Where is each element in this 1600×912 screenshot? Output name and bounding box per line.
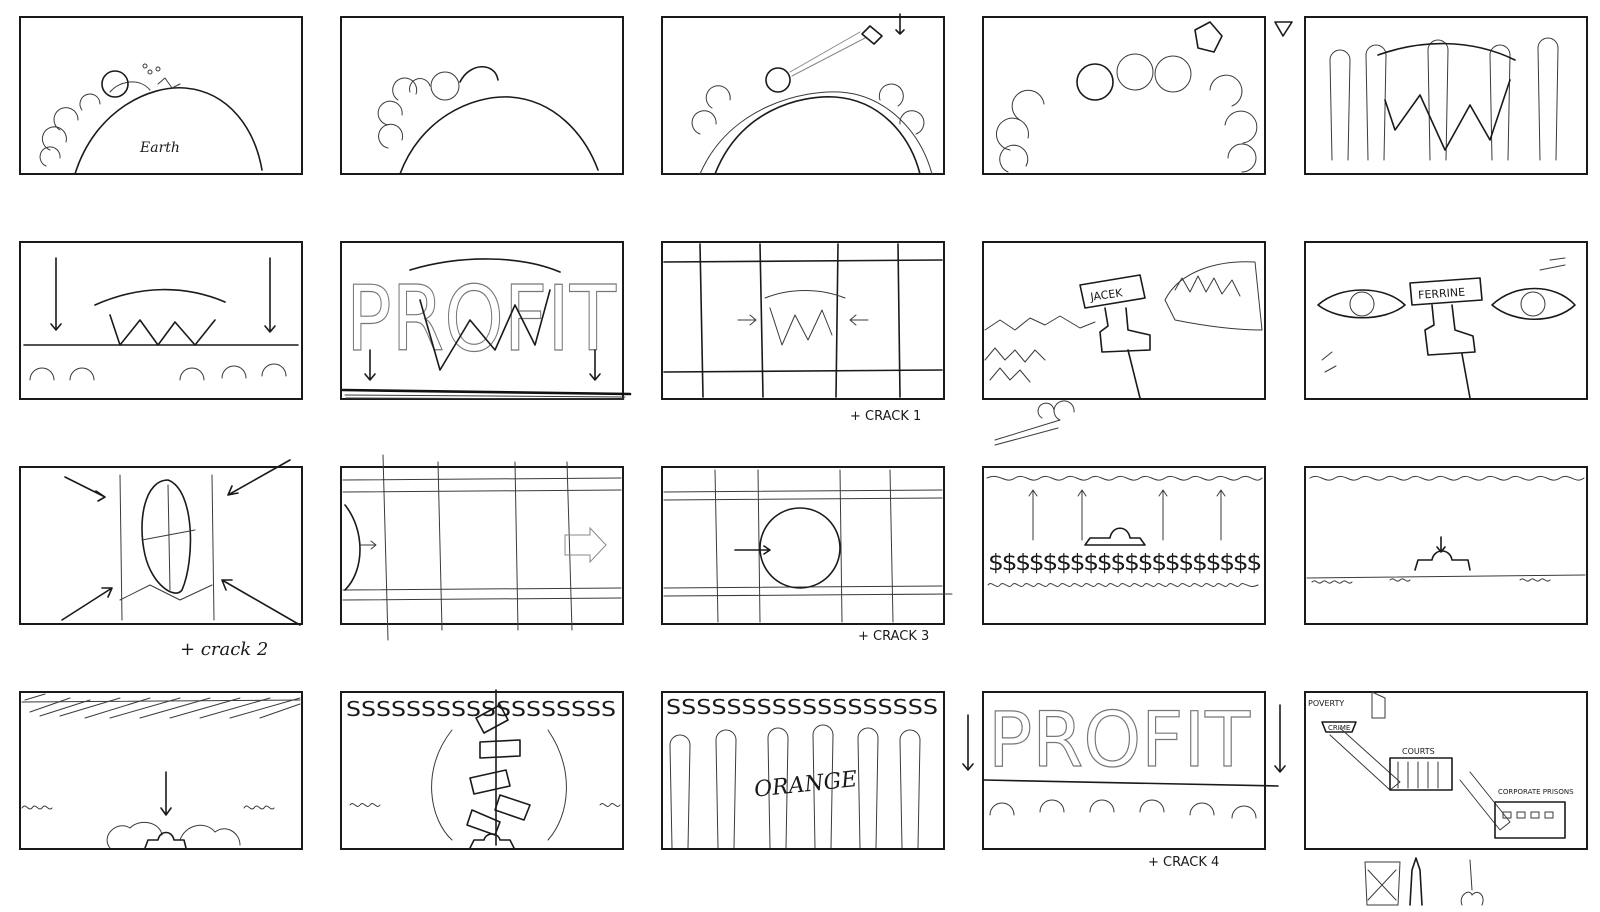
- earth-sketch: [39, 63, 263, 175]
- panel-14: $$$$$$$$$$$$$$$$$$$$: [982, 466, 1266, 625]
- note-crack-4: + CRACK 4: [1148, 855, 1219, 870]
- dollar-row: $$$$$$$$$$$$$$$$$$$$: [988, 551, 1261, 576]
- panel-9: JACEK: [982, 241, 1266, 400]
- panel-10: FERRINE: [1304, 241, 1588, 400]
- tower-doodles: [1364, 857, 1484, 906]
- label-courts: COURTS: [1402, 747, 1435, 756]
- s-wave-row-2: SSSSSSSSSSSSSSSSSS: [666, 695, 938, 719]
- panel-6: [19, 241, 303, 400]
- panel-15: [1304, 466, 1588, 625]
- panel-17: SSSSSSSSSSSSSSSSSS: [340, 689, 624, 850]
- panel-13: [661, 466, 953, 625]
- panel-11: [19, 459, 303, 626]
- label-poverty: POVERTY: [1308, 699, 1344, 708]
- note-crack-1: + CRACK 1: [850, 409, 921, 424]
- panel-8: [661, 241, 945, 400]
- panel-4: [982, 16, 1293, 175]
- panel-12: [340, 454, 624, 641]
- sign-jacek: JACEK: [1089, 286, 1124, 304]
- panel-18: SSSSSSSSSSSSSSSSSS ORANGE: [661, 691, 945, 850]
- panel-5: [1304, 16, 1588, 175]
- note-crack-2: + crack 2: [180, 639, 268, 660]
- panel-16: [19, 691, 303, 850]
- earth-label: Earth: [139, 140, 180, 156]
- pliers-doodle: [994, 400, 1075, 446]
- label-corporate-prisons: CORPORATE PRISONS: [1498, 788, 1574, 796]
- panel-1: Earth: [19, 16, 303, 175]
- panel-7: PROFIT: [340, 241, 632, 400]
- sign-ferrine: FERRINE: [1418, 286, 1466, 302]
- panel-2: [340, 16, 624, 175]
- panel-20: POVERTY CRIME COURTS CORPORATE PRISONS: [1304, 691, 1588, 850]
- profit-outline-word-2: PROFIT: [988, 695, 1251, 784]
- panel-3: [661, 13, 945, 175]
- profit-outline-word: PROFIT: [346, 267, 617, 372]
- label-crime: CRIME: [1328, 724, 1350, 732]
- note-crack-3: + CRACK 3: [858, 629, 929, 644]
- panel-19: PROFIT: [962, 691, 1286, 850]
- s-wave-row: SSSSSSSSSSSSSSSSSS: [346, 697, 616, 721]
